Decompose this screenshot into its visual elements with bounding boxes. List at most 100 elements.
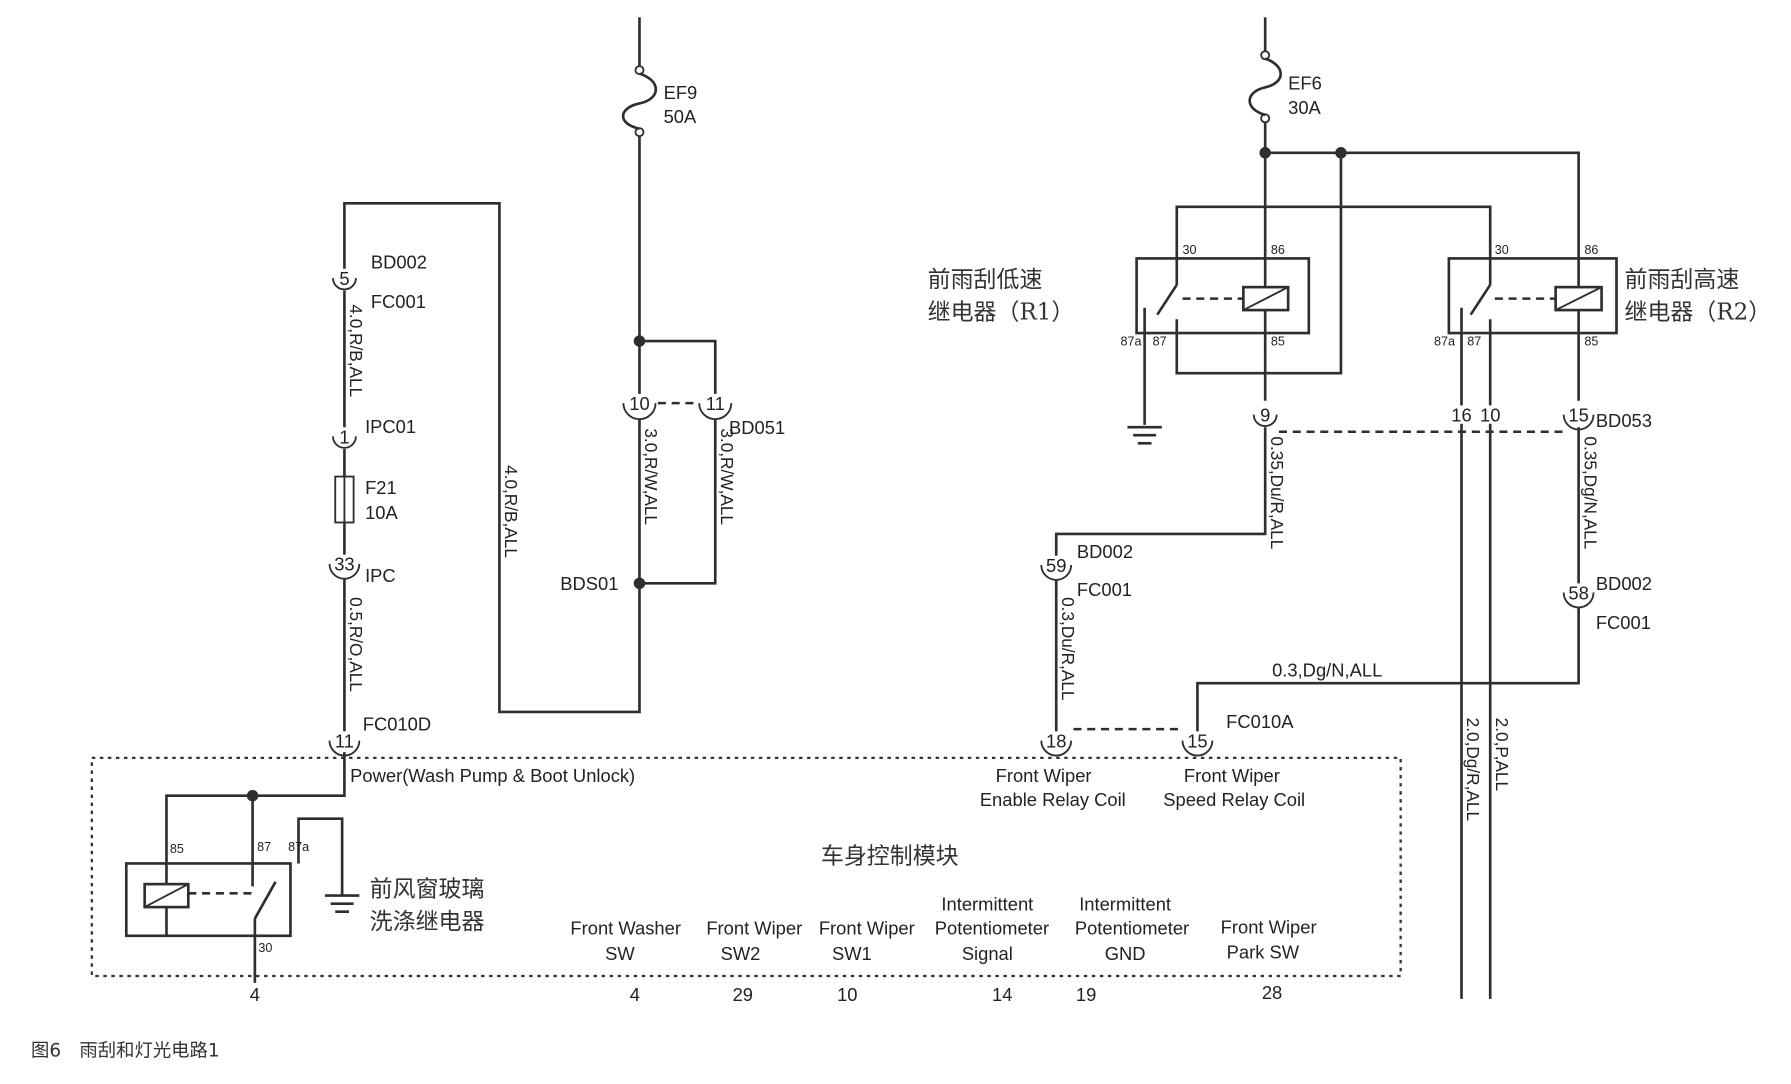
input-pin: 4 bbox=[630, 984, 640, 1005]
connector-bd051: 10 11 BD051 bbox=[622, 393, 785, 438]
relay-r2-pin-86: 86 bbox=[1584, 243, 1598, 257]
relay-r1: 30 86 87a 87 85 bbox=[1121, 243, 1311, 349]
bd002-label-58: BD002 bbox=[1596, 573, 1652, 594]
relay-r1-body bbox=[1135, 257, 1311, 335]
connector-ipc01: 1 IPC01 bbox=[332, 416, 416, 449]
bcm-title: 车身控制模块 bbox=[821, 843, 959, 869]
ground-icon bbox=[1127, 425, 1162, 445]
f21-rating: 10A bbox=[365, 502, 398, 523]
connector-ipc: 33 IPC bbox=[328, 554, 396, 586]
wire-label-dg-r: 2.0,Dg/R,ALL bbox=[1463, 718, 1483, 821]
bcm-input-front-wiper-sw2: Front Wiper SW2 29 bbox=[706, 918, 802, 1006]
bcm-input-intermittent-gnd: Intermittent Potentiometer GND 19 bbox=[1075, 894, 1189, 1006]
relay-r1-switch-blade bbox=[1156, 284, 1178, 316]
feed-wire-to-fc001 bbox=[343, 201, 641, 714]
ef9-rating: 50A bbox=[664, 106, 697, 127]
ef9-fuse: EF9 50A bbox=[621, 17, 697, 138]
bcm-power-label: Power(Wash Pump & Boot Unlock) bbox=[350, 765, 635, 786]
bcm-input-front-wiper-sw1: Front Wiper SW1 10 bbox=[819, 918, 915, 1006]
bcm-input-intermittent-signal: Intermittent Potentiometer Signal 14 bbox=[935, 894, 1049, 1006]
fc010a-pin-15: 15 bbox=[1187, 731, 1207, 752]
figure-caption: 图6 雨刮和灯光电路1 bbox=[31, 1040, 220, 1061]
bd053-label: BD053 bbox=[1596, 410, 1652, 431]
bds01-label: BDS01 bbox=[560, 573, 618, 594]
ef6-fuse: EF6 30A bbox=[1248, 17, 1322, 124]
relay-r2-pin-87: 87 bbox=[1467, 335, 1481, 349]
input-label-line-2: SW bbox=[605, 943, 635, 964]
wire-label-du-r-upper: 0.35,Du/R,ALL bbox=[1267, 436, 1287, 549]
bd002-label-59: BD002 bbox=[1077, 541, 1133, 562]
wire-label-du-r-lower: 0.3,Du/R,ALL bbox=[1058, 597, 1078, 700]
speed-coil-label-2: Speed Relay Coil bbox=[1163, 789, 1305, 810]
wire-label-r-b-feed: 4.0,R/B,ALL bbox=[501, 465, 521, 558]
fc001-label-top: FC001 bbox=[371, 291, 426, 312]
ef6-to-r2-coil-wire bbox=[1265, 151, 1580, 288]
input-label-line-2: Park SW bbox=[1227, 942, 1300, 963]
relay-r1-pin-87a: 87a bbox=[1121, 335, 1143, 349]
fc001-pin-59: 59 bbox=[1046, 555, 1066, 576]
connector-fc001-pin5: 5 BD002 FC001 bbox=[332, 252, 427, 312]
bcm-input-front-wiper-park-sw: Front Wiper Park SW 28 bbox=[1221, 916, 1317, 1002]
bd053-pin-16: 16 bbox=[1451, 404, 1471, 425]
relay-r2-coil-mark bbox=[1555, 286, 1602, 311]
relay-r2-switch-blade bbox=[1469, 284, 1492, 316]
bcm-input-front-washer-sw: Front Washer SW 4 bbox=[570, 918, 681, 1006]
bd053-pin-10: 10 bbox=[1480, 404, 1500, 425]
fc010d-pin-11: 11 bbox=[335, 731, 354, 752]
relay-r2-body bbox=[1447, 257, 1618, 335]
splice-bds01 bbox=[633, 577, 646, 590]
r1-r2-pin-30-link bbox=[1175, 205, 1492, 285]
bd051-pin-10: 10 bbox=[629, 393, 649, 414]
input-label-line-1: Front Wiper bbox=[1221, 916, 1317, 937]
relay-r1-pin-85: 85 bbox=[1271, 335, 1285, 349]
connector-fc010a: 18 15 FC010A bbox=[1040, 711, 1294, 757]
ef9-terminal-top bbox=[634, 65, 645, 76]
input-label-line-1: Intermittent bbox=[941, 894, 1033, 915]
fuse-f21: F21 10A bbox=[334, 475, 399, 524]
bd053-pin-9-bg bbox=[1253, 405, 1277, 424]
washer-relay-pin-87a: 87a bbox=[288, 840, 310, 854]
wire-label-p: 2.0,P,ALL bbox=[1492, 718, 1512, 791]
ipc01-pin: 1 bbox=[339, 426, 349, 447]
washer-relay-output-pin: 4 bbox=[250, 984, 260, 1005]
enable-coil-label-2: Enable Relay Coil bbox=[980, 789, 1126, 810]
input-label-line-2: SW2 bbox=[721, 943, 761, 964]
input-label-line-1: Front Washer bbox=[570, 918, 681, 939]
enable-coil-label-1: Front Wiper bbox=[996, 765, 1092, 786]
input-label-line-2: Potentiometer bbox=[1075, 918, 1189, 939]
fc010a-label: FC010A bbox=[1226, 711, 1294, 732]
relay-r1-label-2: 继电器（R1） bbox=[928, 299, 1075, 325]
ef6-fuse-element bbox=[1248, 57, 1282, 117]
ipc01-cup bbox=[332, 436, 357, 449]
washer-relay-coil-mark bbox=[144, 883, 189, 908]
fc001-pin-5: 5 bbox=[339, 268, 349, 289]
relay-r2-label-1: 前雨刮高速 bbox=[1625, 267, 1740, 293]
input-label-line-1: Front Wiper bbox=[706, 918, 802, 939]
f21-name: F21 bbox=[365, 477, 397, 498]
washer-relay-87a-wire bbox=[297, 817, 344, 896]
relay-r2-pin-85: 85 bbox=[1584, 335, 1598, 349]
ef9-fuse-element bbox=[621, 72, 658, 130]
connector-bd053: 9 16 10 15 BD053 bbox=[1252, 404, 1652, 434]
ipc-pin-33: 33 bbox=[334, 554, 354, 575]
fc010a-pin-18-cup bbox=[1040, 740, 1073, 757]
connector-fc001-pin58: 58 BD002 FC001 bbox=[1562, 573, 1652, 633]
wire-r1-coil-to-fc001-59 bbox=[1054, 427, 1267, 556]
input-label-line-2: Potentiometer bbox=[935, 918, 1049, 939]
ipc01-label: IPC01 bbox=[365, 416, 416, 437]
washer-relay-label-2: 洗涤继电器 bbox=[370, 909, 485, 935]
ef6-terminal-top bbox=[1260, 50, 1271, 61]
relay-r1-coil-mark bbox=[1242, 286, 1289, 311]
input-label-line-2: SW1 bbox=[832, 943, 872, 964]
fc010d-label: FC010D bbox=[363, 713, 431, 734]
bd053-pin-9: 9 bbox=[1260, 404, 1270, 425]
bd051-branch-wire bbox=[639, 339, 717, 394]
ef6-rating: 30A bbox=[1288, 97, 1321, 118]
input-pin: 14 bbox=[992, 984, 1012, 1005]
wire-label-dg-n-upper: 0.35,Dg/N,ALL bbox=[1580, 436, 1600, 549]
relay-r2-label-2: 继电器（R2） bbox=[1625, 299, 1772, 325]
input-pin: 28 bbox=[1262, 982, 1282, 1003]
input-pin: 19 bbox=[1076, 984, 1096, 1005]
washer-relay-pin-85: 85 bbox=[170, 842, 184, 856]
relay-r2-pin-87a: 87a bbox=[1434, 335, 1456, 349]
